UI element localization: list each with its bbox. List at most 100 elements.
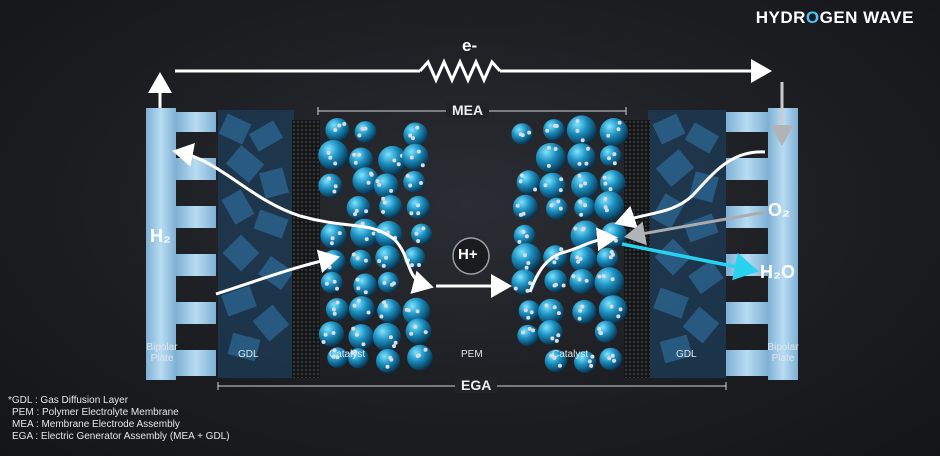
platinum-dot [360, 221, 365, 226]
platinum-dot [587, 359, 592, 364]
ega-label: EGA [455, 377, 498, 393]
platinum-dot [352, 152, 357, 157]
platinum-dot [616, 127, 621, 132]
platinum-dot [513, 286, 518, 291]
platinum-dot [337, 123, 342, 128]
catalyst-particle [596, 247, 619, 270]
bipolar-plate-right [726, 108, 798, 380]
platinum-dot [579, 212, 584, 217]
platinum-dot [382, 300, 387, 305]
catalyst-particle [512, 194, 538, 220]
platinum-dot [526, 315, 531, 320]
platinum-dot [363, 126, 368, 131]
platinum-dot [333, 161, 338, 166]
proton-label: H+ [458, 246, 478, 263]
o2-inflow-arrow [614, 150, 766, 229]
platinum-dot [573, 226, 578, 231]
catalyst-particle [543, 119, 565, 141]
catalyst-particle [569, 269, 595, 294]
platinum-dot [584, 161, 589, 166]
catalyst-particle [405, 318, 432, 345]
platinum-dot [332, 279, 337, 284]
gdl-right-label: GDL [676, 349, 697, 360]
electron-circuit [148, 58, 794, 146]
platinum-dot [353, 212, 357, 217]
platinum-dot [396, 162, 401, 167]
catalyst-particle [346, 196, 371, 220]
platinum-dot [608, 187, 613, 192]
platinum-dot [556, 333, 561, 338]
platinum-dot [363, 258, 368, 263]
o2-arrow [624, 210, 767, 246]
h2-return-arrow [172, 143, 301, 218]
catalyst-particle [376, 348, 401, 374]
gdl-right [648, 110, 726, 378]
platinum-dot [332, 348, 337, 353]
catalyst-particle [546, 197, 568, 220]
catalyst-particle [511, 243, 542, 273]
platinum-dot [377, 182, 382, 187]
platinum-dot [526, 261, 531, 265]
catalyst-particle [348, 324, 375, 350]
h2o-label: H₂O [760, 262, 795, 282]
platinum-dot [584, 278, 589, 283]
catalyst-particle [594, 267, 625, 297]
catalyst-particle [594, 320, 618, 343]
legend-line: PEM : Polymer Electrolyte Membrane [12, 407, 179, 418]
resistor-icon [418, 58, 502, 84]
flow-arrows [172, 143, 767, 298]
platinum-dot [333, 128, 338, 132]
catalyst-particle [537, 298, 564, 325]
platinum-dot [416, 211, 421, 216]
electron-label: e- [462, 36, 478, 55]
platinum-dot [351, 326, 356, 331]
platinum-dot [524, 265, 529, 270]
platinum-dot [416, 203, 420, 208]
platinum-dot [617, 120, 622, 125]
platinum-dot [335, 286, 339, 291]
catalyst-particle [600, 145, 622, 167]
platinum-dot [413, 324, 418, 329]
platinum-dot [377, 259, 382, 263]
platinum-dot [578, 256, 583, 261]
catalyst-particles-left [318, 118, 433, 374]
platinum-dot [337, 231, 342, 236]
platinum-dot [518, 212, 523, 217]
platinum-dot [375, 179, 380, 184]
platinum-dot [578, 199, 583, 204]
platinum-dot [589, 363, 594, 368]
catalyst-particle [325, 118, 350, 142]
catalyst-particle [354, 121, 377, 143]
mea-label: MEA [446, 102, 490, 118]
platinum-dot [549, 203, 554, 208]
platinum-dot [351, 252, 356, 257]
platinum-dot [357, 133, 362, 138]
platinum-dot [331, 354, 336, 359]
catalyst-particle [600, 170, 626, 196]
catalyst-particle [567, 143, 596, 172]
platinum-dot [414, 231, 419, 236]
platinum-dot [603, 181, 608, 186]
platinum-dot [355, 256, 360, 261]
catalyst-particle [598, 295, 628, 324]
platinum-dot [363, 290, 368, 295]
platinum-dot [517, 239, 522, 244]
platinum-dot [330, 236, 335, 241]
platinum-dot [415, 309, 420, 314]
catalyst-particle [537, 320, 563, 345]
platinum-dot [545, 128, 550, 133]
platinum-dot [575, 128, 580, 133]
platinum-dot [581, 226, 586, 231]
platinum-dot [607, 156, 611, 161]
platinum-dot [354, 332, 359, 337]
platinum-dot [546, 163, 551, 168]
platinum-dot [409, 155, 414, 160]
platinum-dot [553, 147, 558, 151]
catalyst-left-label: Catalyst [329, 349, 366, 360]
platinum-dot [597, 326, 602, 331]
platinum-dot [333, 184, 338, 189]
platinum-dot [416, 353, 421, 358]
platinum-dot [553, 123, 557, 128]
platinum-dot [332, 189, 337, 194]
